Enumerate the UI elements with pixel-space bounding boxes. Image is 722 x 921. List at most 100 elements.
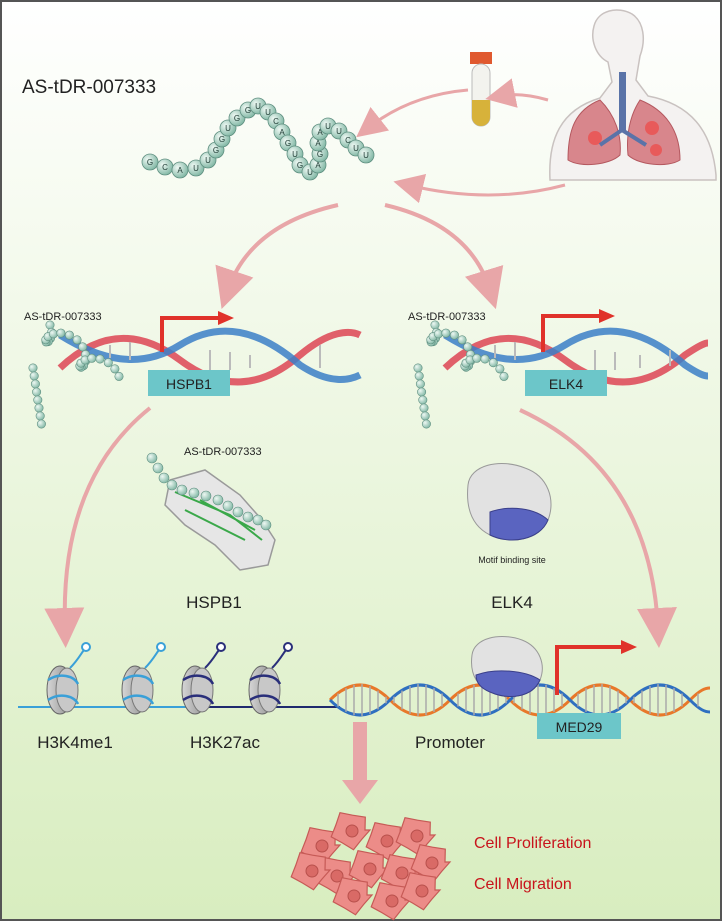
rna-bead <box>433 329 443 339</box>
hspb1-dna-panel: AS-tDR-007333 HSPB1 <box>24 311 362 429</box>
svg-text:C: C <box>273 117 279 126</box>
rna-bead <box>56 328 66 338</box>
elk4-protein-structure: Motif binding site ELK4 <box>467 463 552 612</box>
rna-bead <box>417 387 427 397</box>
flow-arrow-lung-to-tube <box>485 78 549 108</box>
flow-arrow-to-elk4 <box>384 203 504 310</box>
h3k4me1-label: H3K4me1 <box>37 733 113 752</box>
rna-bead <box>488 358 498 368</box>
rna-bead <box>449 330 459 340</box>
elk4-dna-panel: AS-tDR-007333 ELK4 <box>408 309 709 429</box>
nucleosome <box>121 642 166 715</box>
flow-arrow-to-cells-head <box>342 780 378 804</box>
rna-bead <box>232 506 244 518</box>
med29-transcription-arrow <box>555 645 625 695</box>
med29-gene-label: MED29 <box>556 719 603 735</box>
nucleosome <box>181 642 226 715</box>
svg-text:U: U <box>363 151 369 160</box>
svg-text:U: U <box>255 102 261 111</box>
tumor-cell <box>348 850 390 889</box>
title-label: AS-tDR-007333 <box>22 77 156 98</box>
motif-binding-caption: Motif binding site <box>478 555 546 565</box>
rna-bead <box>480 354 490 364</box>
rna-bead <box>188 487 200 499</box>
rna-bead <box>430 320 440 330</box>
hspb1-structure-label: HSPB1 <box>186 593 242 612</box>
elk4-gene-box <box>525 370 607 396</box>
rna-bead <box>212 494 224 506</box>
flow-arrow-to-cells-shaft <box>353 722 367 782</box>
rna-nucleotide-bead: G <box>141 153 159 171</box>
rna-bead <box>421 419 431 429</box>
outcome-migration: Cell Migration <box>474 876 572 893</box>
rna-bead <box>28 363 38 373</box>
tumor-cell <box>410 844 452 883</box>
rna-bead <box>95 354 105 364</box>
elk4-bound-promoter <box>471 636 543 697</box>
rna-bead <box>415 379 425 389</box>
rna-bead <box>200 490 212 502</box>
svg-text:U: U <box>325 122 331 131</box>
svg-text:G: G <box>285 139 291 148</box>
blood-tube-icon <box>470 52 492 127</box>
rna-bead <box>495 364 505 374</box>
rna-bead <box>441 328 451 338</box>
rna-bead <box>413 363 423 373</box>
hspb1-gene-box <box>148 370 230 396</box>
svg-text:U: U <box>353 144 359 153</box>
left-rna-coil <box>28 320 124 429</box>
rna-bead <box>32 387 42 397</box>
hspb1-gene-label: HSPB1 <box>166 376 212 392</box>
flow-arrow-hspb1-to-chromatin <box>44 406 152 648</box>
rna-bead <box>499 371 509 381</box>
rna-bead <box>48 329 58 339</box>
rna-bead <box>176 484 188 496</box>
svg-text:U: U <box>225 124 231 133</box>
rna-bead <box>418 395 428 405</box>
rna-bead <box>457 335 467 345</box>
svg-text:G: G <box>213 146 219 155</box>
promoter-label: Promoter <box>415 733 485 752</box>
flow-arrow-elk4-to-promoter <box>519 408 677 648</box>
svg-text:A: A <box>317 128 323 137</box>
rna-bead <box>103 358 113 368</box>
flow-arrow-lung-to-rna <box>393 173 566 204</box>
rna-nucleotide-bead: C <box>156 158 174 176</box>
svg-text:U: U <box>193 164 199 173</box>
svg-text:A: A <box>279 128 285 137</box>
tumor-cell <box>332 877 374 916</box>
svg-text:U: U <box>265 108 271 117</box>
svg-text:U: U <box>205 156 211 165</box>
tumor-cell <box>370 882 412 921</box>
rna-bead <box>419 403 429 413</box>
flow-arrow-tube-to-rna <box>356 88 469 138</box>
rna-bead <box>242 511 254 523</box>
svg-text:U: U <box>336 127 342 136</box>
rna-bead <box>64 330 74 340</box>
rna-bead <box>166 479 178 491</box>
med29-gene-box <box>537 713 621 739</box>
flow-arrow-to-hspb1 <box>215 203 339 309</box>
rna-bead <box>33 395 43 405</box>
right-rna-coil <box>413 320 509 429</box>
rna-bead <box>72 335 82 345</box>
tumor-cell <box>330 812 372 851</box>
rna-bead <box>114 371 124 381</box>
nucleosome <box>248 642 293 715</box>
rna-bead <box>78 342 88 352</box>
right-rna-label: AS-tDR-007333 <box>408 311 486 323</box>
rna-nucleotide-bead: U <box>187 159 205 177</box>
svg-text:G: G <box>234 114 240 123</box>
rna-bead <box>463 342 473 352</box>
h3k27ac-label: H3K27ac <box>190 733 260 752</box>
elk4-gene-label: ELK4 <box>549 376 583 392</box>
rna-bead <box>30 379 40 389</box>
hspb1-tdr-complex-structure: AS-tDR-007333 HSPB1 <box>146 446 276 612</box>
rna-bead <box>152 462 164 474</box>
svg-text:U: U <box>307 168 313 177</box>
rna-nucleotide-bead: U <box>357 146 375 164</box>
human-torso-lungs-icon <box>549 9 717 181</box>
rna-bead <box>252 514 264 526</box>
